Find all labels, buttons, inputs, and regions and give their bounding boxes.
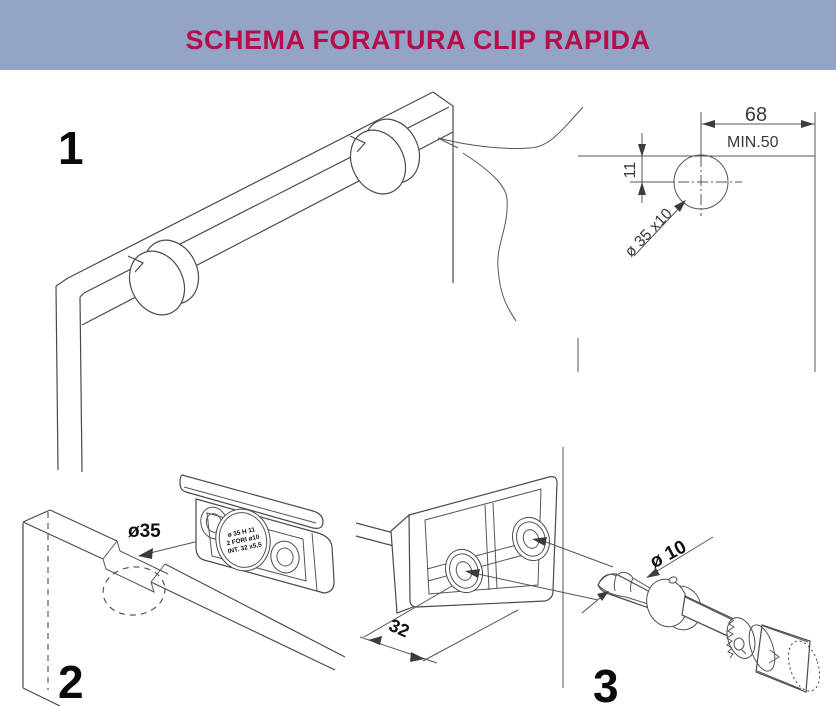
clip-peg-left	[444, 548, 484, 594]
notch-bottom	[102, 540, 169, 593]
arrowhead-leader	[674, 200, 686, 212]
axis-line-left	[477, 573, 599, 601]
post-miter-1	[55, 277, 69, 287]
step1-number: 1	[58, 122, 84, 174]
board-corner	[22, 509, 51, 523]
clip-flange	[390, 513, 414, 614]
dim-68-label: 68	[745, 104, 767, 126]
step3-drilling-drawing: 3	[355, 447, 821, 706]
clip-peg-right	[511, 516, 551, 562]
step2-clip-insert-drawing: 2 ø35	[22, 474, 346, 706]
dim-d10-line-upper	[648, 536, 714, 577]
arrowhead-hole	[138, 548, 153, 559]
page-title: SCHEMA FORATURA CLIP RAPIDA	[185, 24, 651, 55]
min50-label: MIN.50	[727, 134, 779, 151]
arrowhead-down	[638, 144, 646, 157]
drill-shaft	[681, 596, 740, 640]
clip-right-boss-hole	[276, 547, 294, 567]
rail-right-end	[432, 91, 454, 283]
clip-right-boss	[270, 540, 300, 574]
arrowhead-peg-left	[465, 569, 480, 578]
dim-32-label: 32	[386, 615, 412, 641]
tear-line-lower	[462, 152, 517, 322]
dim-32-ext-1	[363, 585, 453, 638]
post-outer-edge	[55, 285, 59, 471]
board-edge-drawing	[22, 509, 346, 706]
title-bar: SCHEMA FORATURA CLIP RAPIDA	[0, 0, 836, 70]
drill-dia-label: ø 10	[647, 536, 690, 572]
arrowhead-d10-lower	[597, 591, 609, 601]
clip-recess-outline	[206, 512, 307, 582]
clip-stamp: ø 35 H 11 2 FORI ø10 INT. 32 x5,5	[215, 508, 271, 572]
post-inner-edge	[79, 296, 83, 473]
chuck-key-hole	[733, 637, 745, 651]
notch-walls	[102, 540, 166, 583]
step1-door-frame-drawing: 1	[55, 91, 584, 473]
chuck-key-slot	[741, 649, 747, 655]
hole-dia-label: ø35	[128, 521, 161, 542]
board-back-top-edge	[49, 509, 346, 658]
clip-component-back	[390, 476, 558, 614]
dim-11-label: 11	[622, 162, 639, 179]
tear-line-upper	[437, 106, 584, 149]
chuck-mark	[768, 649, 780, 664]
chuck-front-face	[748, 624, 776, 672]
arrowhead-right	[801, 120, 814, 128]
set-screw	[668, 576, 678, 584]
hole-spec-leader	[633, 205, 682, 257]
clip-on-rail-right	[349, 118, 421, 195]
chuck-knurling	[726, 619, 735, 659]
clip-body-side-line	[311, 532, 318, 592]
arrowhead-peg-right	[532, 537, 547, 546]
clip-component-front: ø 35 H 11 2 FORI ø10 INT. 32 x5,5	[179, 474, 335, 594]
rail-back-edge	[67, 91, 434, 279]
detail-2d-drawing: 68 MIN.50 11 ø 35 x10	[577, 104, 816, 372]
hole-hidden-outline	[102, 566, 166, 616]
step3-number: 3	[593, 660, 619, 706]
arrowhead-32-right	[410, 652, 425, 662]
hole-spec-label: ø 35 x10	[622, 205, 676, 260]
step2-number: 2	[58, 656, 84, 706]
chuck-body-lines	[756, 625, 809, 690]
clip-on-rail-left	[127, 239, 200, 316]
chuck-body-fill	[755, 624, 811, 693]
arrowhead-up	[638, 182, 646, 195]
arrowhead-left	[702, 120, 715, 128]
axis-line-right	[545, 541, 614, 568]
dim-32-ext-2	[422, 609, 519, 662]
board-front-top-edge	[22, 521, 336, 671]
arrowhead-d10-upper	[646, 568, 660, 578]
board-bottom-edge	[22, 687, 61, 706]
hole-dia-leader	[145, 540, 200, 555]
drill-chuck	[726, 617, 821, 693]
arrowhead-32-left	[368, 636, 382, 645]
chuck-back-face	[787, 640, 821, 692]
clip-hook-notch	[127, 255, 144, 273]
clip-lid-front-line	[183, 486, 317, 524]
drill-body-bottom	[597, 584, 652, 606]
clip-hook-notch	[349, 135, 366, 153]
post-miter-2	[79, 292, 85, 298]
